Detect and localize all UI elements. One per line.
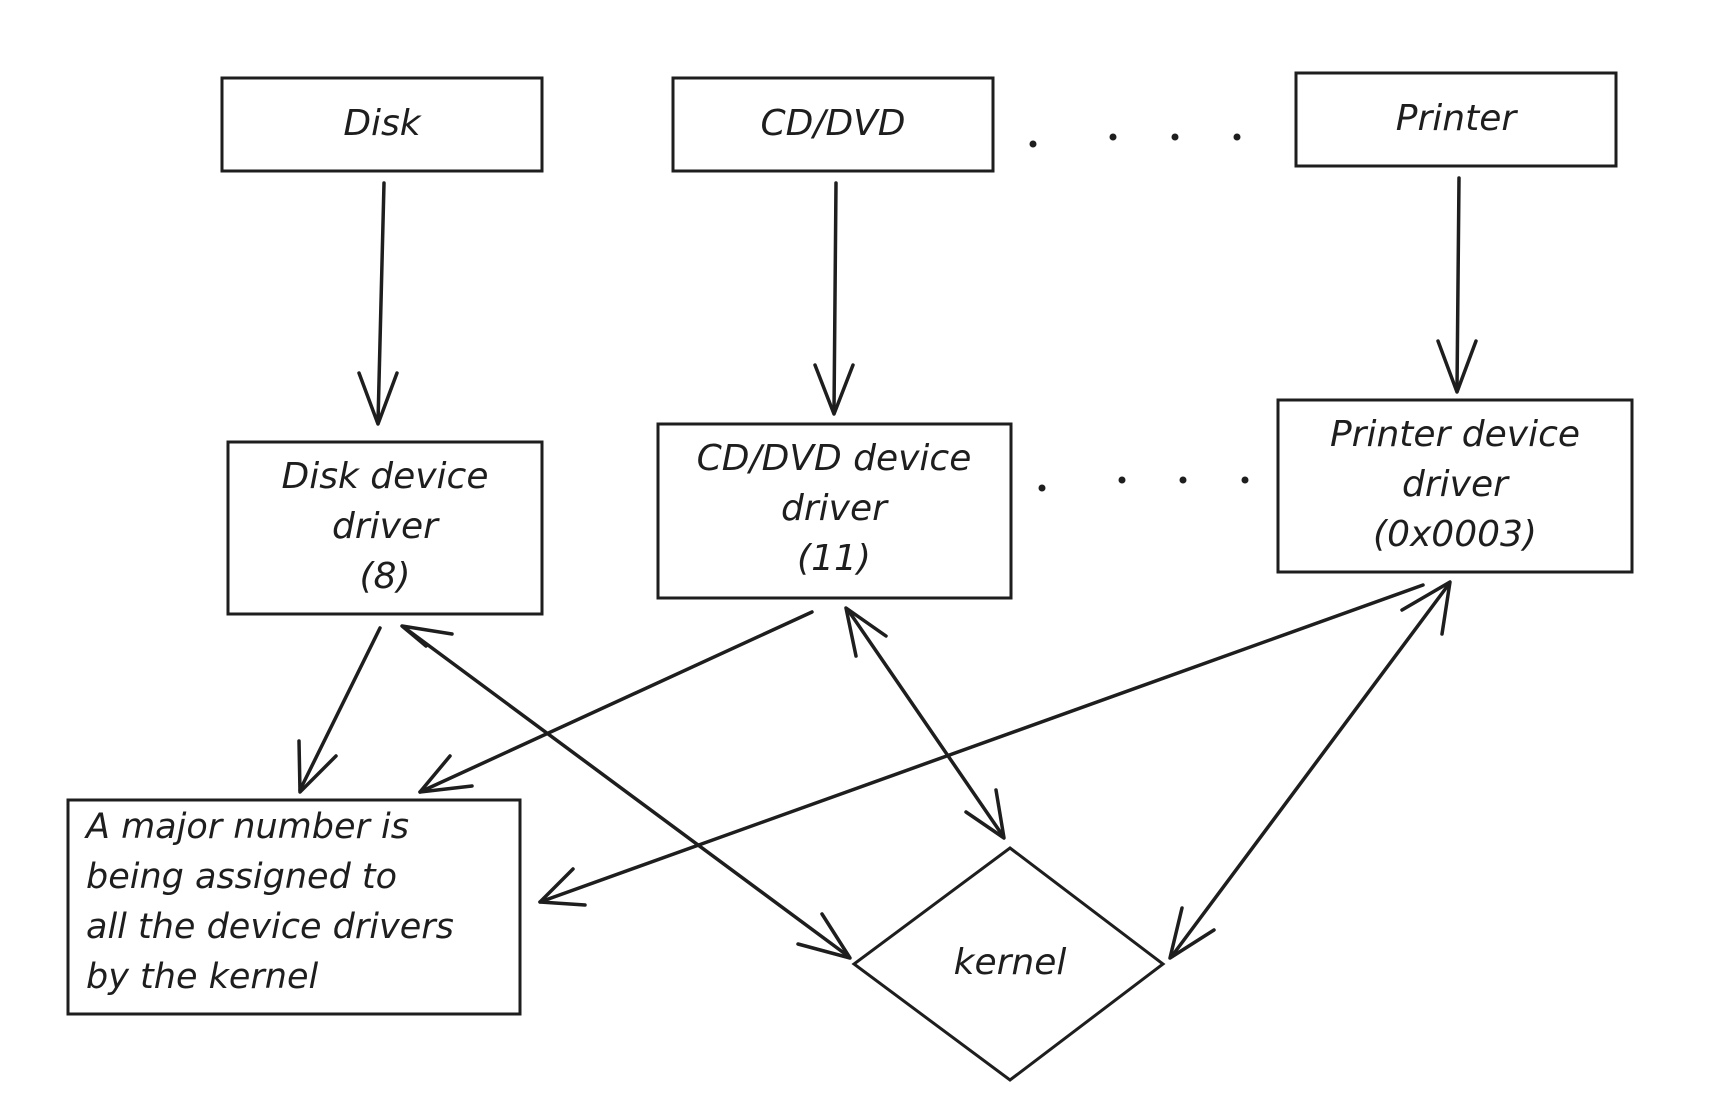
node-cd-dvd-driver-line-1: CD/DVD device bbox=[697, 438, 972, 479]
node-kernel-label: kernel bbox=[954, 942, 1067, 983]
edge-cd-dvd-driver-to-note bbox=[418, 610, 814, 794]
arrowhead bbox=[964, 788, 1006, 840]
edge-disk-driver-kernel bbox=[400, 624, 852, 960]
node-printer-driver-line-3: (0x0003) bbox=[1373, 514, 1537, 555]
node-major-number-note[interactable]: A major number is being assigned to all … bbox=[66, 798, 522, 1016]
edge-cd-dvd-driver-kernel bbox=[844, 606, 1006, 840]
edge-disk-driver-to-note bbox=[297, 626, 382, 794]
edge-printer-to-printer-driver bbox=[1436, 176, 1478, 394]
node-cd-dvd[interactable]: CD/DVD bbox=[671, 76, 995, 173]
node-note-line-2: being assigned to bbox=[86, 857, 397, 897]
arrowhead bbox=[418, 754, 474, 794]
node-disk-driver[interactable]: Disk device driver (8) bbox=[226, 440, 544, 616]
node-disk-driver-line-2: driver bbox=[332, 506, 440, 547]
node-kernel[interactable]: kernel bbox=[851, 846, 1166, 1082]
arrowhead bbox=[844, 606, 888, 658]
ellipsis-dot bbox=[1241, 476, 1249, 484]
node-printer[interactable]: Printer bbox=[1294, 71, 1618, 168]
arrowhead bbox=[813, 363, 855, 416]
node-note-line-1: A major number is bbox=[84, 807, 409, 847]
ellipsis-dot bbox=[1171, 133, 1179, 141]
node-cd-dvd-driver-line-3: (11) bbox=[797, 538, 871, 579]
node-cd-dvd-driver-line-2: driver bbox=[781, 488, 889, 529]
node-printer-driver-line-1: Printer device bbox=[1330, 414, 1580, 455]
node-printer-driver[interactable]: Printer device driver (0x0003) bbox=[1276, 398, 1634, 574]
node-disk-driver-line-3: (8) bbox=[360, 556, 411, 597]
node-disk[interactable]: Disk bbox=[220, 76, 544, 173]
arrowhead bbox=[357, 371, 399, 426]
edge-printer-driver-to-note bbox=[538, 583, 1425, 907]
ellipsis-dot bbox=[1118, 476, 1126, 484]
ellipsis-middle bbox=[1038, 476, 1249, 492]
node-printer-label: Printer bbox=[1396, 98, 1519, 139]
edge-printer-driver-kernel bbox=[1168, 580, 1452, 960]
node-note-line-4: by the kernel bbox=[86, 957, 319, 997]
node-printer-driver-line-2: driver bbox=[1402, 464, 1510, 505]
arrowhead bbox=[1436, 339, 1478, 394]
edge-disk-to-disk-driver bbox=[357, 181, 399, 426]
ellipsis-dot bbox=[1029, 140, 1037, 148]
node-note-line-3: all the device drivers bbox=[86, 907, 454, 947]
node-cd-dvd-driver[interactable]: CD/DVD device driver (11) bbox=[656, 422, 1013, 600]
arrowhead bbox=[1400, 580, 1452, 636]
ellipsis-dot bbox=[1233, 133, 1241, 141]
node-disk-label: Disk bbox=[343, 103, 422, 144]
arrowhead bbox=[400, 624, 454, 648]
edge-cd-dvd-to-cd-dvd-driver bbox=[813, 181, 855, 416]
ellipsis-dot bbox=[1109, 133, 1117, 141]
ellipsis-dot bbox=[1038, 484, 1046, 492]
ellipsis-top bbox=[1029, 133, 1241, 148]
arrowhead bbox=[1168, 906, 1216, 960]
ellipsis-dot bbox=[1179, 476, 1187, 484]
arrowhead bbox=[297, 739, 338, 794]
node-cd-dvd-label: CD/DVD bbox=[760, 103, 905, 144]
node-disk-driver-line-1: Disk device bbox=[281, 456, 488, 497]
arrowhead bbox=[538, 867, 587, 907]
arrowhead bbox=[796, 912, 852, 960]
